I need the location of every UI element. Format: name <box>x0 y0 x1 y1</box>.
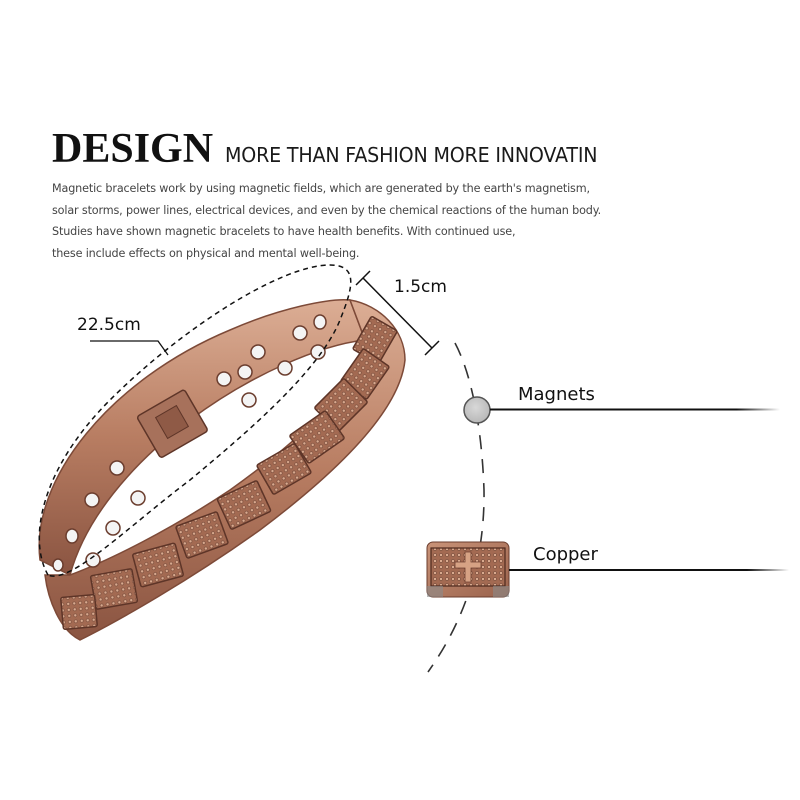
page-title: DESIGN <box>52 126 214 172</box>
magnets-label: Magnets <box>518 384 595 405</box>
description-line: solar storms, power lines, electrical de… <box>52 203 601 217</box>
bracelet <box>38 299 406 641</box>
description-line: these include effects on physical and me… <box>52 246 360 260</box>
width-label: 1.5cm <box>394 277 447 297</box>
description: Magnetic bracelets work by using magneti… <box>52 178 625 264</box>
page-subtitle: MORE THAN FASHION MORE INNOVATIN <box>225 143 598 167</box>
circumference-dashed-outline <box>38 264 352 577</box>
circumference-label: 22.5cm <box>77 315 141 335</box>
copper-callout <box>426 541 789 598</box>
callout-dashed-arc <box>427 342 485 673</box>
magnets-row <box>52 314 327 572</box>
circumference-leader-line <box>90 340 169 356</box>
header: DESIGN MORE THAN FASHION MORE INNOVATIN … <box>52 128 625 264</box>
magnets-callout <box>463 396 780 424</box>
engraved-tiles <box>60 316 398 631</box>
description-line: Studies have shown magnetic bracelets to… <box>52 225 516 238</box>
copper-label: Copper <box>533 544 598 565</box>
title-row: DESIGN MORE THAN FASHION MORE INNOVATIN <box>52 128 625 170</box>
width-dimension-line <box>355 270 440 356</box>
clasp <box>136 389 208 458</box>
description-line: Magnetic bracelets work by using magneti… <box>52 182 590 195</box>
magnet-disc-icon <box>463 396 491 424</box>
copper-link-tile-icon <box>426 541 510 598</box>
